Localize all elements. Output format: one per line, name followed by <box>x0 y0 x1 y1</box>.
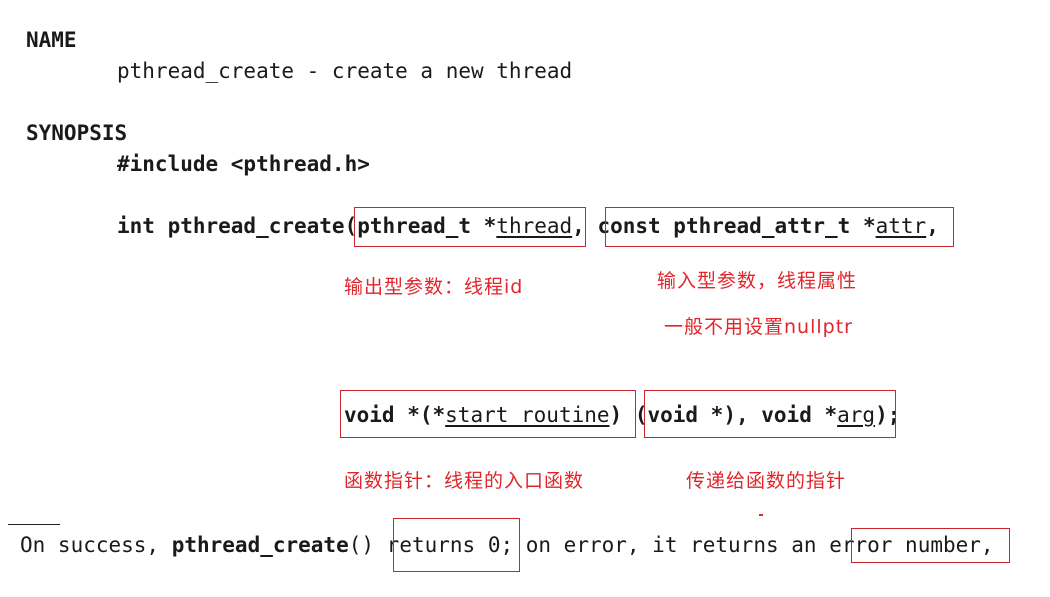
param-attr-name: attr <box>875 214 927 238</box>
routine-args: (void *), void * <box>634 403 838 427</box>
stray-mark <box>759 514 763 516</box>
start-routine-box <box>340 390 636 438</box>
section-divider <box>8 524 60 525</box>
error-number-box <box>851 528 1010 563</box>
include-line: #include <pthread.h> <box>117 152 370 176</box>
arg-param-box <box>644 390 896 438</box>
return-part-4: , <box>980 533 994 557</box>
synopsis-heading: SYNOPSIS <box>26 121 128 145</box>
param-start-routine-name: start_routine <box>445 403 610 427</box>
return-func-name: pthread_create <box>171 533 349 557</box>
thread-annotation: 输出型参数：线程id <box>344 276 524 298</box>
signature-line-1: int pthread_create(pthread_t *thread, co… <box>117 213 939 239</box>
attr-param-box <box>605 207 954 247</box>
param-thread-type: pthread_t * <box>357 214 497 238</box>
returns-zero-box <box>393 518 520 572</box>
attr-annotation-1: 输入型参数，线程属性 <box>657 270 858 292</box>
attr-annotation-2: 一般不用设置nullptr <box>664 316 853 338</box>
param-arg-name: arg <box>837 403 876 427</box>
arg-annotation: 传递给函数的指针 <box>686 470 847 492</box>
start-routine-annotation: 函数指针：线程的入口函数 <box>344 470 585 492</box>
return-error-number: error number <box>829 533 981 557</box>
routine-prefix: void *(* <box>344 403 446 427</box>
return-value-line: On success, pthread_create() returns 0; … <box>20 532 994 558</box>
param-attr-type: const pthread_attr_t * <box>597 214 876 238</box>
thread-param-box <box>354 207 586 247</box>
sig-suffix-1: , <box>926 214 939 238</box>
return-part-3: ; on error, it returns an <box>500 533 830 557</box>
signature-line-2: void *(*start_routine) (void *), void *a… <box>344 402 900 428</box>
name-heading: NAME <box>26 28 77 52</box>
return-part-2: () <box>348 533 387 557</box>
sig-sep-1: , <box>572 214 598 238</box>
return-part-1: On success, <box>20 533 172 557</box>
routine-close: ) <box>609 403 635 427</box>
sig-prefix: int pthread_create( <box>117 214 358 238</box>
name-description: pthread_create - create a new thread <box>117 59 573 83</box>
param-thread-name: thread <box>496 214 573 238</box>
return-zero: returns 0 <box>386 533 501 557</box>
sig-suffix-2: ); <box>875 403 901 427</box>
